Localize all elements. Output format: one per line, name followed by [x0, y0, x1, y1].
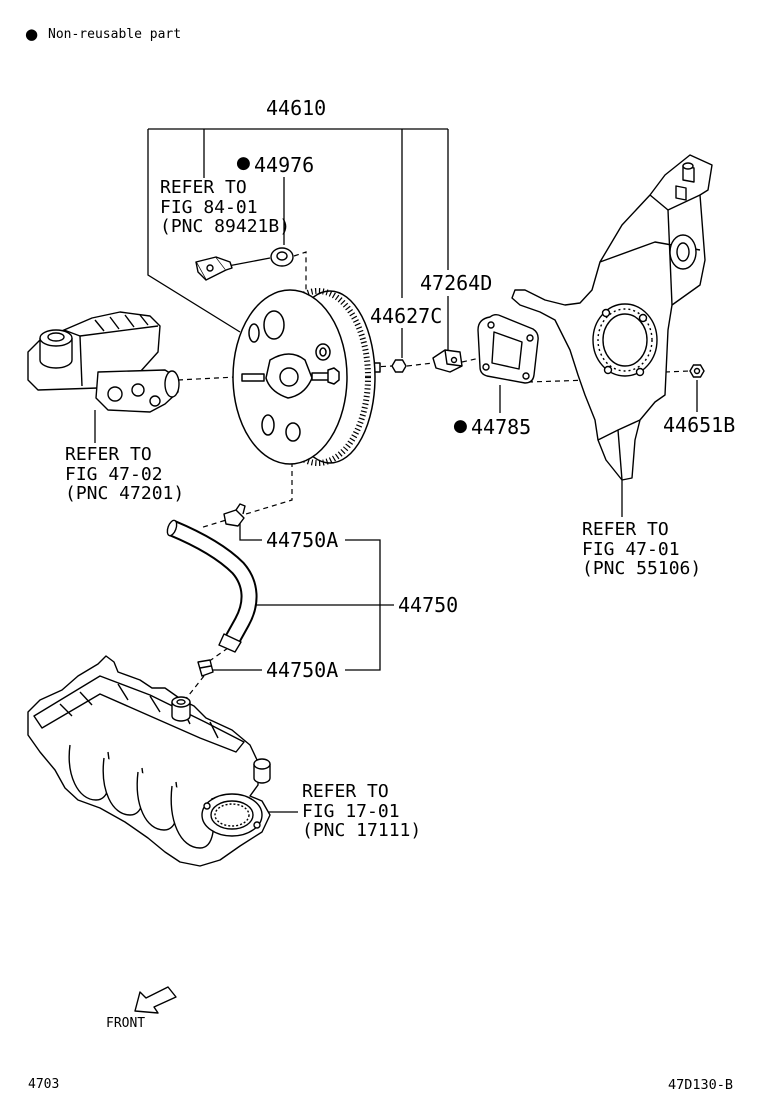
reference-line: REFER TO	[65, 444, 152, 465]
callout-44976: 44976	[254, 153, 315, 177]
intake-manifold	[27, 655, 271, 867]
leader-44610-booster	[147, 129, 241, 333]
hose-clip-upper	[223, 503, 246, 527]
reference-fig-84-01: REFER TO FIG 84-01 (PNC 89421B)	[160, 178, 290, 237]
check-valve-connector	[195, 256, 233, 281]
non-reusable-marker: ●	[453, 416, 468, 436]
leader-connector	[227, 257, 271, 267]
bracket-nut-part	[689, 364, 705, 378]
reference-line: (PNC 55106)	[582, 558, 702, 580]
front-label: FRONT	[106, 1016, 146, 1031]
reference-fig-47-01: REFER TO FIG 47-01 (PNC 55106)	[582, 520, 701, 579]
callout-44627c: 44627C	[370, 304, 443, 328]
reference-line: FIG 47-01	[582, 538, 680, 560]
master-cylinder	[27, 311, 180, 413]
grommet-part	[270, 247, 294, 267]
reference-line: FIG 47-02	[65, 463, 163, 485]
hose-clip-lower	[197, 659, 214, 677]
leader-clip-upper	[239, 522, 262, 541]
reference-fig-17-01: REFER TO FIG 17-01 (PNC 17111)	[302, 782, 421, 841]
reference-fig-47-02: REFER TO FIG 47-02 (PNC 47201)	[65, 445, 184, 504]
leader-lines	[94, 128, 698, 813]
vacuum-hose	[166, 519, 258, 653]
reference-line: FIG 84-01	[160, 196, 258, 218]
gasket-part	[477, 314, 539, 384]
front-arrow-icon	[134, 986, 177, 1014]
reference-line: REFER TO	[160, 177, 247, 198]
callout-44750a-upper: 44750A	[266, 528, 339, 552]
brake-booster	[232, 288, 381, 466]
nut-part	[391, 359, 407, 373]
callout-44750a-lower: 44750A	[266, 658, 339, 682]
non-reusable-marker: ●	[25, 25, 39, 43]
illustration-number: 4703	[28, 1077, 60, 1092]
reference-line: (PNC 89421B)	[160, 216, 291, 238]
reference-line: (PNC 47201)	[65, 483, 185, 505]
reference-line: REFER TO	[302, 781, 389, 802]
callout-44750: 44750	[398, 593, 459, 617]
reference-line: (PNC 17111)	[302, 820, 422, 842]
non-reusable-marker: ●	[236, 153, 251, 173]
clevis-part	[432, 349, 463, 373]
figure-code: 47D130-B	[668, 1077, 734, 1093]
non-reusable-note: Non-reusable part	[48, 27, 182, 42]
callout-47264d: 47264D	[420, 271, 493, 295]
callout-44651b: 44651B	[663, 413, 736, 437]
callout-44610: 44610	[266, 96, 327, 120]
reference-line: REFER TO	[582, 519, 669, 540]
reference-line: FIG 17-01	[302, 800, 400, 822]
booster-bracket	[511, 154, 713, 481]
callout-44785: 44785	[471, 415, 532, 439]
